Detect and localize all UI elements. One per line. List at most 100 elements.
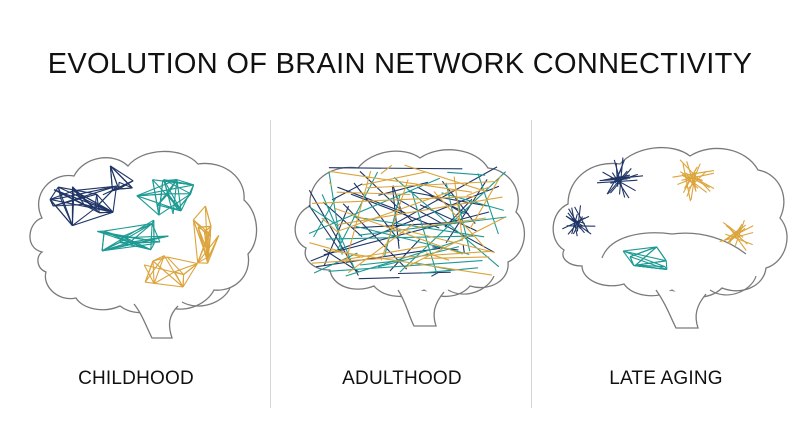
network-edge [150,223,153,250]
network-edge [609,168,632,194]
network-edge [72,186,96,209]
network-edge [198,225,212,228]
network-edge [341,245,428,261]
network-edge [635,264,667,271]
network-edge [629,246,657,258]
brain-late-aging [552,146,788,329]
network-edge [456,198,471,252]
network-edge [129,223,153,243]
network-edge [679,159,711,192]
network-edge [49,186,59,200]
network-edge [576,205,582,232]
network-edge [174,271,184,276]
network-edge [618,157,624,195]
network-edge [150,243,155,250]
network-edge [99,211,114,214]
network-edge [425,252,450,261]
network-edge [167,256,198,265]
network-edge [104,230,125,239]
network-edge [337,188,457,232]
network-edge [72,211,114,227]
network-edge [136,193,169,197]
network-edge [136,195,182,212]
network-edge [571,207,578,237]
brainstem-outline [397,289,445,327]
network-edge [329,182,333,187]
divider-right [531,120,532,408]
network-edge [728,223,743,245]
network-edge [328,167,463,170]
network-edge [136,184,194,197]
network-edge [101,235,169,252]
divider-left [270,120,271,408]
network-edge [174,262,198,273]
panel-late-aging: LATE AGING [532,130,800,430]
network-edge [167,179,178,195]
network-edge [204,225,212,233]
network-edge [309,206,339,227]
brain-outline [552,146,788,298]
network-edge [73,185,117,192]
network-edge [321,217,340,234]
page-title: EVOLUTION OF BRAIN NETWORK CONNECTIVITY [47,48,753,80]
network-edges [308,164,507,280]
network-edge [177,193,192,210]
network-edge [152,260,184,288]
network-edge [153,255,165,284]
network-edge [335,171,379,253]
network-edge [193,219,211,235]
network-edge [118,181,133,189]
network-edge [606,169,622,195]
network-edge [380,179,409,261]
network-edge [466,186,490,197]
network-edge [144,260,154,283]
network-edge [119,241,151,251]
network-edge [152,255,165,262]
network-edges [562,157,754,271]
network-edge [687,170,707,190]
network-edge [192,205,206,221]
network-edge [97,230,151,251]
network-edge [656,246,667,262]
panel-adulthood: ADULTHOOD [268,130,536,430]
network-edge [158,180,164,216]
network-edge [109,165,120,190]
network-edge [309,242,363,258]
brainstem-outline [133,303,179,339]
network-edge [104,223,153,232]
network-edge [347,223,414,274]
network-edge [94,194,98,209]
network-edge [336,191,411,196]
network-edge [329,170,473,193]
network-edge [53,189,100,214]
network-edge [129,235,169,243]
network-edge [462,244,465,254]
network-edge [686,163,701,197]
network-edge [622,250,666,268]
network-edge [60,185,117,199]
network-edge [424,256,490,259]
network-edge [112,186,118,213]
network-edge [143,264,155,284]
network-edge [153,271,175,285]
network-edge [313,252,358,274]
network-edge [102,243,155,252]
network-edge [665,260,668,270]
network-edge [174,271,184,288]
network-edge [377,246,460,268]
network-edge [152,179,182,212]
network-edge [203,231,210,257]
network-edge [163,179,191,195]
network-edge [144,255,165,283]
panel-childhood: CHILDHOOD [2,130,270,430]
network-edge [207,226,212,237]
network-edge [197,227,210,257]
network-edge [49,198,95,210]
network-edge [469,175,501,230]
network-edge [310,185,500,262]
network-edge [101,231,105,251]
brain-outline [29,150,258,314]
network-edge [344,170,372,264]
temporal-lobe-outline [601,232,747,259]
network-edge [367,180,497,189]
